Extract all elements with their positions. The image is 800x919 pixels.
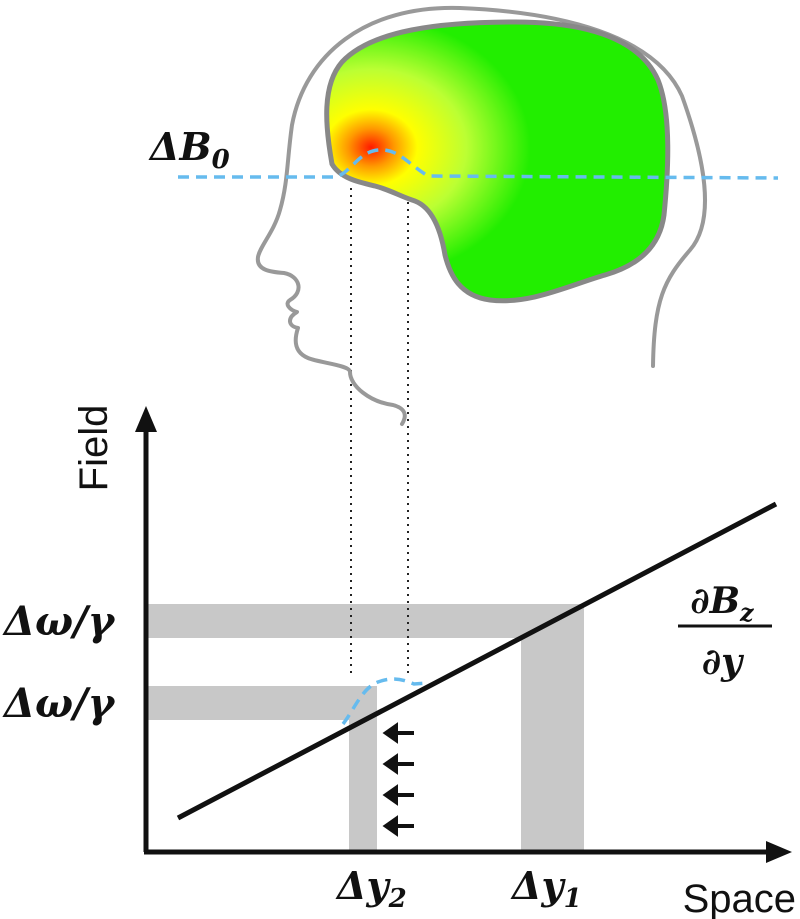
gradient-fraction: ∂Bz ∂y (678, 580, 772, 683)
upper-frequency-band (146, 604, 584, 851)
omega-lower-label: Δω/γ (2, 680, 116, 727)
projection-lines (350, 188, 409, 676)
gradient-numerator: ∂B (690, 580, 740, 622)
x-axis-label: Space (683, 877, 796, 919)
lower-frequency-band (146, 686, 377, 851)
delta-b0-field-line (178, 148, 779, 180)
brain-region (324, 19, 671, 304)
head-outline (255, 5, 708, 426)
y-axis-arrowhead (135, 406, 157, 432)
svg-text:∂Bz: ∂Bz (690, 580, 755, 627)
perturbation-bump (341, 677, 429, 726)
shift-arrows (382, 722, 414, 837)
delta-b0-label: ΔB0 (148, 124, 230, 175)
dy1-label: Δy1 (510, 863, 582, 914)
gradient-denominator: ∂y (702, 641, 744, 683)
gradient-numerator-sub: z (739, 598, 755, 627)
omega-upper-label: Δω/γ (2, 598, 116, 645)
y-axis-label: Field (72, 405, 116, 492)
x-axis-arrowhead (766, 841, 792, 863)
axes (135, 406, 792, 863)
field-gradient-line (176, 501, 778, 821)
dy2-label: Δy2 (335, 863, 407, 914)
